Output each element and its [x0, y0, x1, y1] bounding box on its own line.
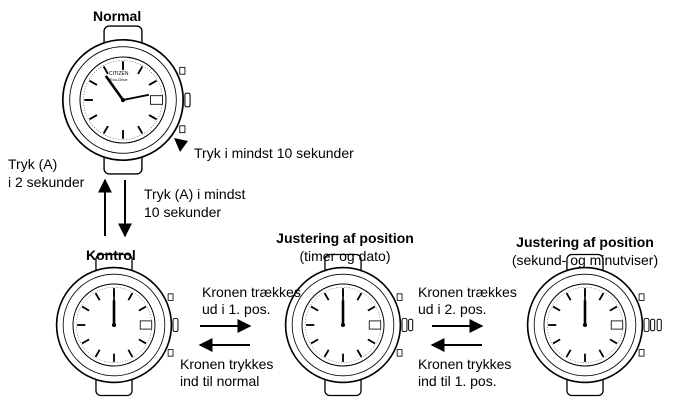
title-justering-2: Justering af position [516, 234, 654, 250]
watch-justering-sekund [526, 253, 662, 397]
watch-sub-text: Eco-Drive [110, 77, 128, 82]
label-pull-1-line2: ud i 1. pos. [202, 301, 271, 317]
title-justering-1: Justering af position [276, 230, 414, 246]
label-tryk-a-2s-line2: i 2 sekunder [8, 174, 85, 190]
label-push-1-line2: ind til 1. pos. [418, 373, 497, 389]
watch-brand-text: CITIZEN [109, 71, 129, 77]
watch-normal [61, 25, 192, 175]
watch-justering-timer [284, 253, 414, 397]
label-push-normal-line1: Kronen trykkes [180, 356, 274, 372]
label-tryk-a-10s-line1: Tryk (A) i mindst [144, 186, 246, 202]
title-normal: Normal [93, 8, 142, 24]
subtitle-justering-2: (sekund- og minutviser) [511, 252, 659, 268]
watch-kontrol [55, 253, 179, 397]
label-push-normal-line2: ind til normal [180, 373, 260, 389]
subtitle-justering-1: (timer og dato) [299, 248, 391, 264]
label-pull-1-line1: Kronen trækkes [202, 284, 301, 300]
label-tryk-a-2s-line1: Tryk (A) [8, 156, 58, 172]
label-pull-2-line2: ud i 2. pos. [418, 301, 487, 317]
label-tryk-10s: Tryk i mindst 10 sekunder [194, 145, 354, 161]
label-pull-2-line1: Kronen trækkes [418, 284, 517, 300]
button-press-arrow [174, 138, 188, 152]
label-tryk-a-10s-line2: 10 sekunder [144, 204, 222, 220]
title-kontrol: Kontrol [86, 247, 136, 263]
label-push-1-line1: Kronen trykkes [418, 356, 512, 372]
